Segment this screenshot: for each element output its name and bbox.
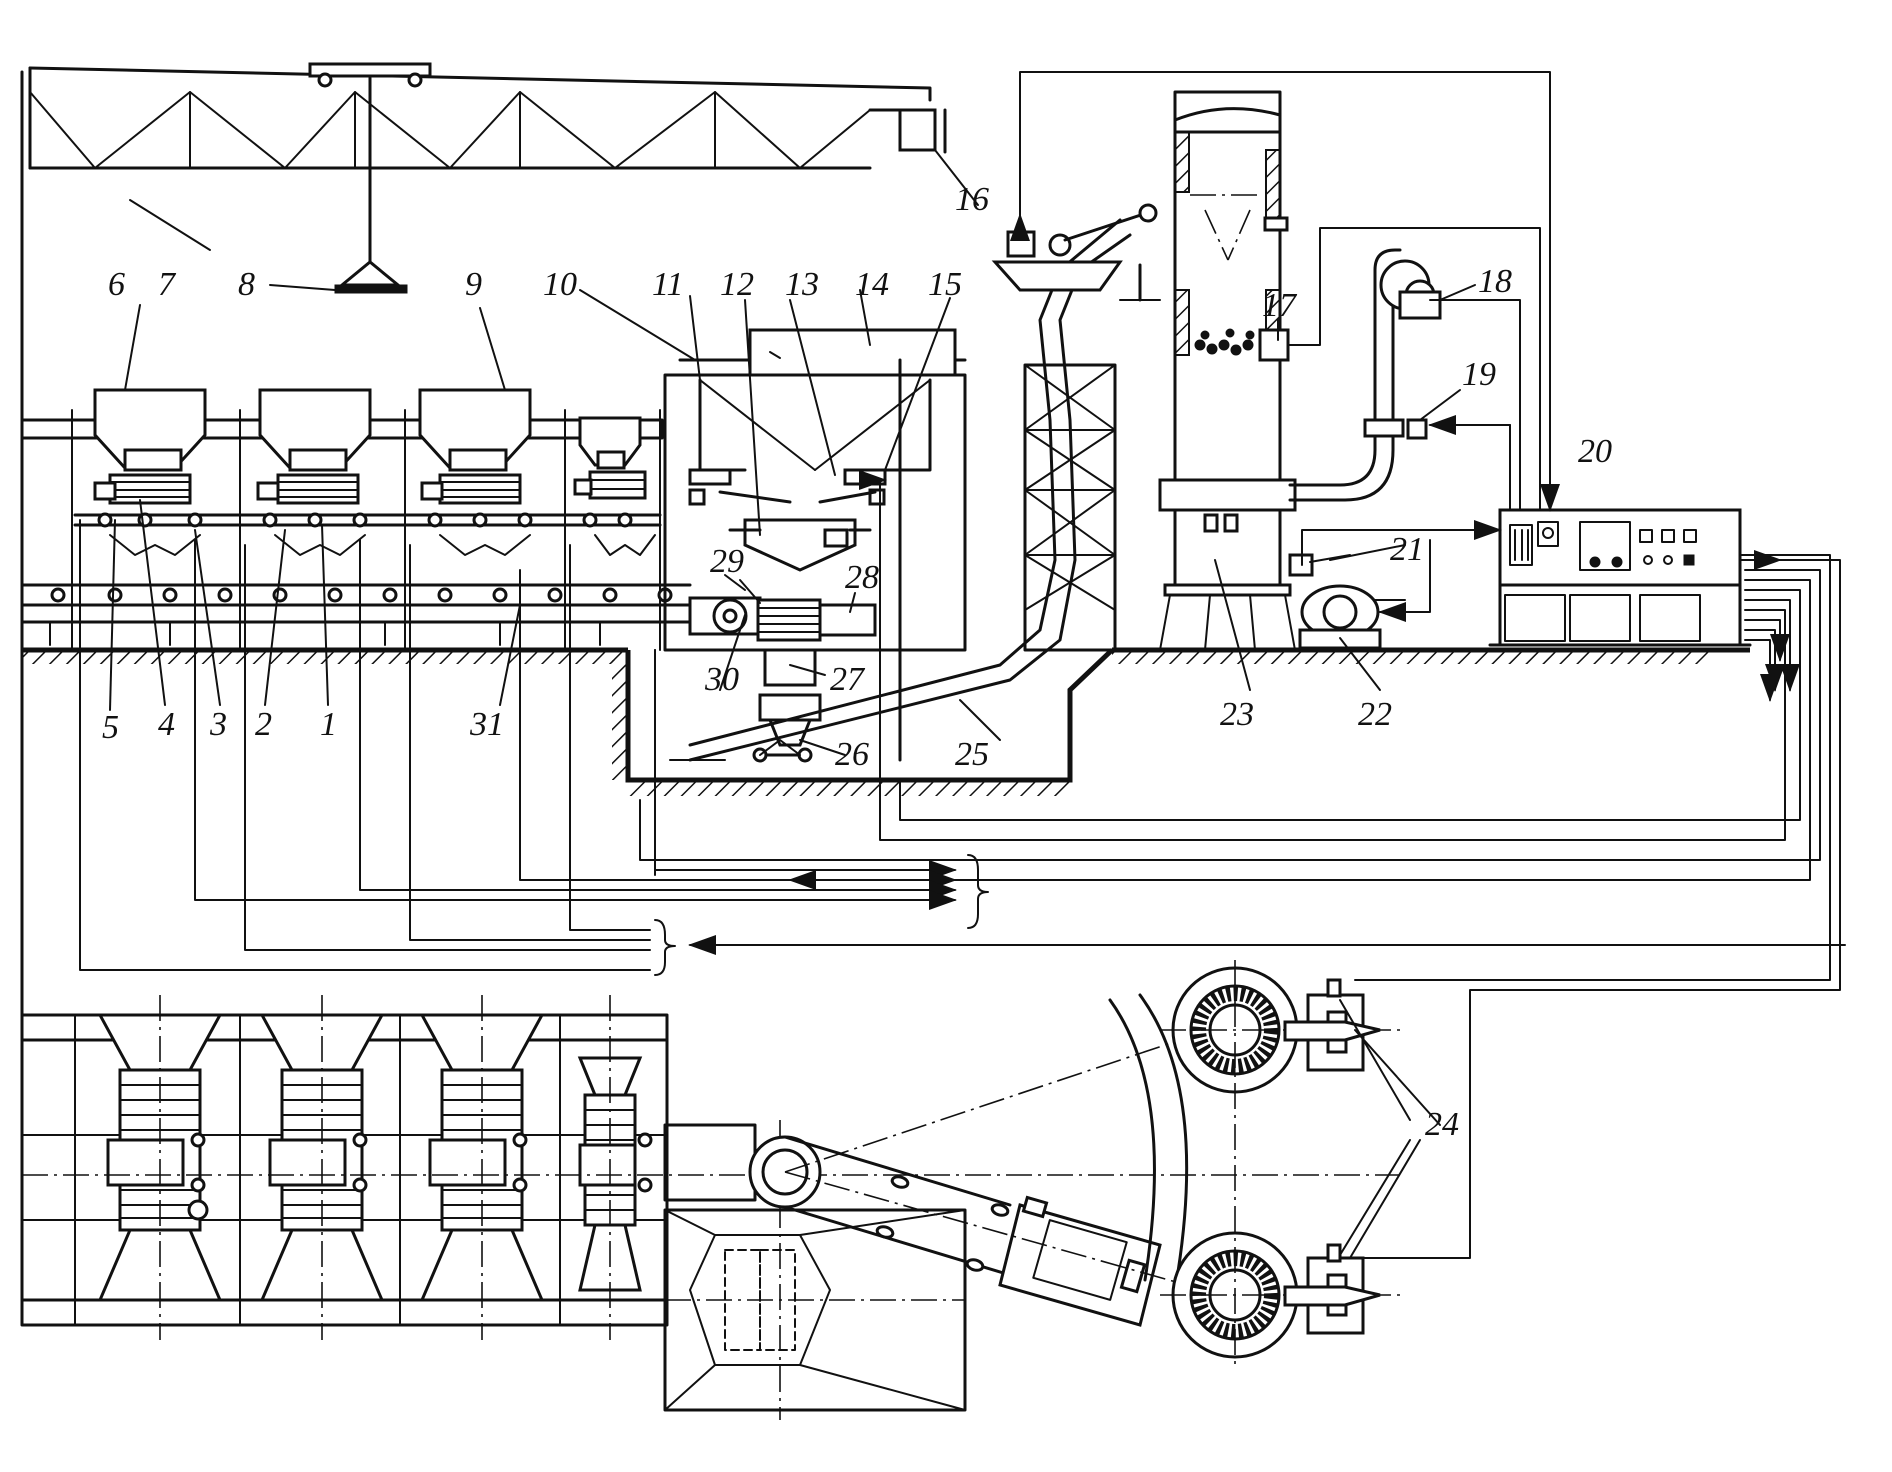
cupola-furnace — [1158, 90, 1297, 651]
label-13: 13 — [785, 266, 819, 303]
label-19: 19 — [1462, 356, 1496, 393]
air-blower-system — [1288, 248, 1442, 650]
ground-and-pit — [22, 647, 1750, 796]
label-24: 24 — [1425, 1106, 1459, 1143]
collecting-conveyor — [20, 583, 762, 646]
feeder-16 — [991, 203, 1161, 302]
label-17: 17 — [1262, 287, 1298, 324]
label-20: 20 — [1578, 433, 1612, 470]
label-9: 9 — [465, 266, 482, 303]
skip-hoist — [688, 218, 1132, 762]
control-panel — [1488, 508, 1752, 647]
plan-view — [20, 960, 1411, 1420]
label-3: 3 — [209, 706, 227, 743]
label-28: 28 — [845, 559, 879, 596]
label-2: 2 — [255, 706, 272, 743]
label-4: 4 — [158, 706, 175, 743]
label-14: 14 — [855, 266, 889, 303]
label-11: 11 — [652, 266, 683, 303]
label-31: 31 — [469, 706, 504, 743]
label-12: 12 — [720, 266, 754, 303]
label-27: 27 — [830, 661, 866, 698]
label-30: 30 — [704, 661, 739, 698]
label-29: 29 — [710, 543, 744, 580]
label-6: 6 — [108, 266, 125, 303]
label-1: 1 — [320, 706, 337, 743]
label-18: 18 — [1478, 263, 1512, 300]
label-16: 16 — [955, 181, 989, 218]
label-7: 7 — [158, 266, 177, 303]
label-22: 22 — [1358, 696, 1392, 733]
control-signal-lines — [79, 71, 1846, 1259]
part-labels: 1 2 3 4 5 6 7 8 9 10 11 12 13 14 15 16 1… — [102, 181, 1612, 1143]
leader-lines — [109, 149, 1476, 1259]
dosing-hoppers-elevation — [20, 388, 664, 651]
label-5: 5 — [102, 709, 119, 746]
label-25: 25 — [955, 736, 989, 773]
label-10: 10 — [543, 266, 577, 303]
label-15: 15 — [928, 266, 962, 303]
label-23: 23 — [1220, 696, 1254, 733]
mixer-section — [663, 328, 967, 763]
label-21: 21 — [1390, 531, 1424, 568]
label-8: 8 — [238, 266, 255, 303]
label-26: 26 — [835, 736, 869, 773]
gantry-crane — [20, 62, 947, 1087]
